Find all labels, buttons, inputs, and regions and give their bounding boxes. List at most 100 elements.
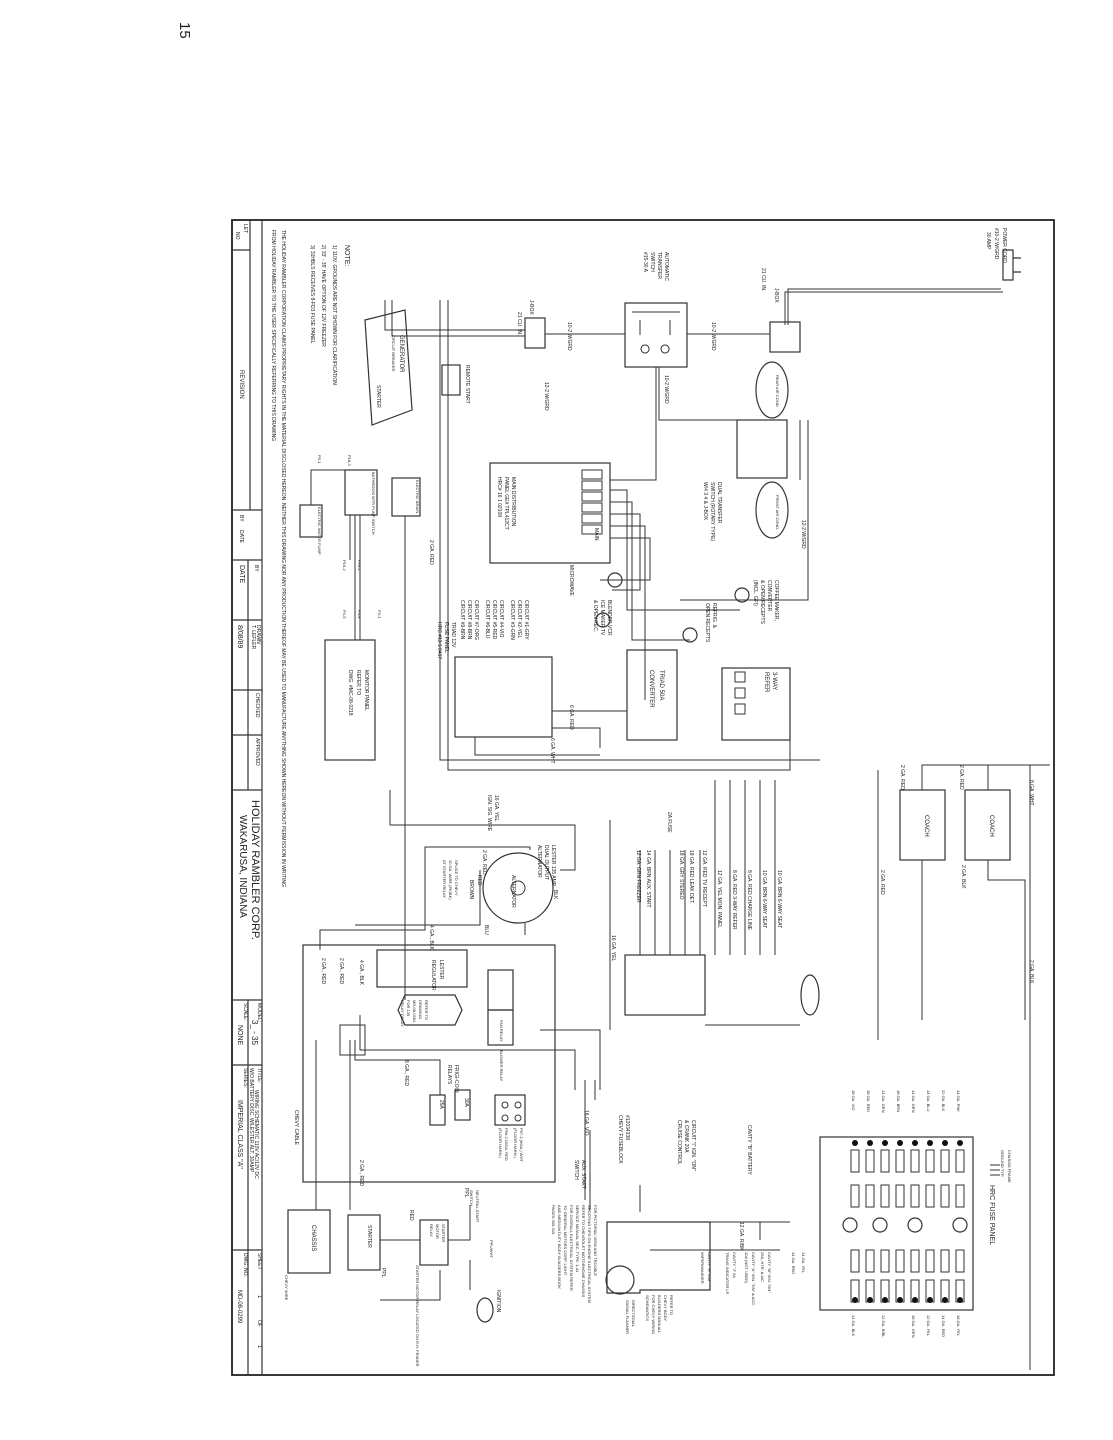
floor-harness-terminal bbox=[494, 1094, 526, 1126]
label-cavity-a1: CAVITY "A" IGN. "ON" & ACC. bbox=[751, 1252, 756, 1306]
label-approved: APPROVED bbox=[254, 738, 260, 766]
label-sheet-of: OF bbox=[256, 1320, 262, 1327]
frigi-cool-relay-30a bbox=[454, 1089, 471, 1121]
label-coach-batt1: COACH bbox=[923, 815, 929, 837]
label-hrc-fuse: HRC FUSE PANEL bbox=[988, 1185, 995, 1245]
label-jbox2: J-BOX bbox=[528, 300, 534, 315]
label-aux1: AUX. START bbox=[580, 1160, 586, 1189]
label-w2red-g: 2 GA., RED bbox=[338, 958, 344, 985]
label-p18-3: P18-3 bbox=[347, 455, 352, 466]
fuse-icon bbox=[850, 1149, 860, 1173]
label-bath-switch: BATHROOM WTR PUMP SWITCH bbox=[371, 472, 376, 535]
lester-regulator bbox=[376, 949, 468, 988]
label-hf8: 18 GA. VIO bbox=[851, 1090, 856, 1110]
label-w2red-f: 2 GA., RED bbox=[320, 958, 326, 985]
label-coach-batt2: COACH bbox=[988, 815, 994, 837]
label-neutral1: NEUTRAL START bbox=[475, 1190, 480, 1223]
power-cord bbox=[784, 249, 1021, 325]
label-brain: ELECTRIC BRAIN bbox=[415, 480, 420, 513]
label-no: NO bbox=[234, 232, 240, 240]
label-location: WAKARUSA, INDIANA bbox=[237, 815, 248, 918]
fuse-icon bbox=[850, 1249, 860, 1273]
label-lester2: DUAL OUTPUT bbox=[543, 845, 549, 880]
label-ppl: PPL bbox=[380, 1268, 386, 1278]
label-proprietary1: THE HOLIDAY RAMBLER CORPORATION CLAIMS P… bbox=[280, 230, 286, 887]
label-power-cord: POWER CORD bbox=[1001, 228, 1007, 263]
circuit-breaker-icon bbox=[907, 1217, 923, 1233]
label-lester1: LESTER 135 AMP bbox=[550, 845, 556, 887]
label-fc5: 12 GA. YEL MON. PANEL bbox=[716, 870, 722, 928]
label-w12b: 12-2 W/GRD bbox=[543, 382, 549, 411]
terminal-icon bbox=[882, 1297, 888, 1303]
label-series-label: SERIES: bbox=[242, 1068, 248, 1088]
label-refer-chevy4: FOR CHEVY WIRING bbox=[651, 1295, 656, 1334]
label-power-cord2: #10-2 W/GRD bbox=[993, 228, 999, 260]
label-fc2: 10 GA. BRN 6-WAY SEAT bbox=[761, 870, 767, 928]
label-dwg-value: MD-08-0299 bbox=[236, 1290, 242, 1324]
fuse-icon bbox=[925, 1184, 935, 1208]
label-p5-1: P5-1 bbox=[317, 455, 322, 464]
label-heading: NOTE: bbox=[343, 245, 350, 266]
junction-stud bbox=[800, 974, 820, 1016]
triad-converter bbox=[626, 649, 678, 741]
label-chevy-wire: CHEVY WIRE bbox=[284, 1275, 289, 1301]
fuse-icon bbox=[940, 1249, 950, 1273]
terminal-icon bbox=[912, 1140, 918, 1146]
label-hr4: 18 GA. ORN bbox=[911, 1315, 916, 1338]
label-hr2: 14 GA. RED bbox=[941, 1315, 946, 1337]
label-revision: REVISION bbox=[238, 370, 244, 399]
label-p16-1: P16-1 bbox=[357, 560, 362, 571]
label-frigi2: RELAYS bbox=[446, 1065, 452, 1085]
label-blu: BLU bbox=[483, 925, 489, 935]
label-neutral2: SWITCH bbox=[469, 1190, 474, 1206]
label-hf7: 18 GA. RED bbox=[866, 1090, 871, 1112]
alternator bbox=[482, 852, 554, 924]
label-checked: CHECKED bbox=[254, 693, 260, 718]
label-refer-chevy5: SCHEMATICS bbox=[645, 1295, 650, 1321]
fuse-icon bbox=[940, 1149, 950, 1173]
label-refrig1: REFRIG. & bbox=[711, 603, 717, 629]
label-starter: STARTER bbox=[366, 1225, 372, 1248]
label-w2red-e: 2 GA. RED bbox=[481, 850, 487, 875]
label-drawn-date: 8/08/89 bbox=[236, 625, 243, 648]
chassis-battery bbox=[287, 1209, 331, 1274]
label-pictorial1: FOR PICTORIAL VIEW AND TROUBLE bbox=[593, 1205, 598, 1276]
label-w2red-a: 2 GA. RED bbox=[428, 540, 434, 565]
terminal-icon bbox=[897, 1297, 903, 1303]
label-ats1: AUTOMATIC bbox=[663, 252, 669, 281]
coach-battery-1 bbox=[899, 789, 946, 861]
label-gen2: CIRCUIT BREAKER bbox=[391, 335, 396, 371]
fuse-icon bbox=[895, 1249, 905, 1273]
label-red2: RED bbox=[408, 1210, 414, 1221]
label-fuseblock1: #12034338 bbox=[624, 1115, 630, 1140]
label-w2blk-a: 2 GA. BLK bbox=[960, 865, 966, 889]
label-pictorial6: TO GENERAL MOTORS CORP. LIGHT bbox=[563, 1205, 568, 1276]
fuse-icon bbox=[940, 1184, 950, 1208]
label-fc4: 8 GA. RED 3-WAY REFER bbox=[731, 870, 737, 930]
label-blk: BLK bbox=[552, 890, 558, 900]
label-w10c: 10-2 W/GRD bbox=[663, 375, 669, 404]
ignition-switch bbox=[476, 1297, 494, 1323]
label-refer1: 3-WAY bbox=[771, 672, 777, 690]
label-fc6: 12 GA. RED TV RECEPT bbox=[701, 850, 707, 907]
label-title-value: WIRING SCHEMATIC 110V AC/12V DC bbox=[253, 1090, 259, 1179]
label-meter3: MD-08-0281 bbox=[412, 1000, 417, 1023]
label-fc8: 18 GA. GRY STEREO bbox=[678, 850, 684, 900]
label-series-value: IMPERIAL CLASS "A" bbox=[236, 1100, 243, 1169]
label-fc7: 18 GA. RED LEAK DET. bbox=[688, 850, 694, 904]
fuse-icon bbox=[955, 1184, 965, 1208]
label-w12a: 12-2 W/GRD bbox=[800, 520, 806, 549]
label-rear-ac: REAR AIR COND. bbox=[775, 375, 780, 408]
fuse-icon bbox=[865, 1184, 875, 1208]
label-scale-label: SCALE: bbox=[242, 1003, 248, 1021]
label-c6: CIRCUIT #6-BLU bbox=[484, 600, 490, 639]
label-coffee4: (INCL. GFI) bbox=[752, 580, 758, 606]
label-cavity-m2: 25A, HTR. & A/C bbox=[760, 1252, 765, 1282]
label-triad-conv2: CONVERTER bbox=[648, 670, 654, 708]
circuit-breaker-icon bbox=[842, 1217, 858, 1233]
label-fc9: 14 GA. BRN AUX. START bbox=[645, 850, 651, 908]
label-monitor2: REFER TO bbox=[355, 670, 361, 695]
terminal-icon bbox=[957, 1297, 963, 1303]
drawing-frame bbox=[231, 219, 1055, 1376]
j-box-upper bbox=[769, 321, 801, 353]
